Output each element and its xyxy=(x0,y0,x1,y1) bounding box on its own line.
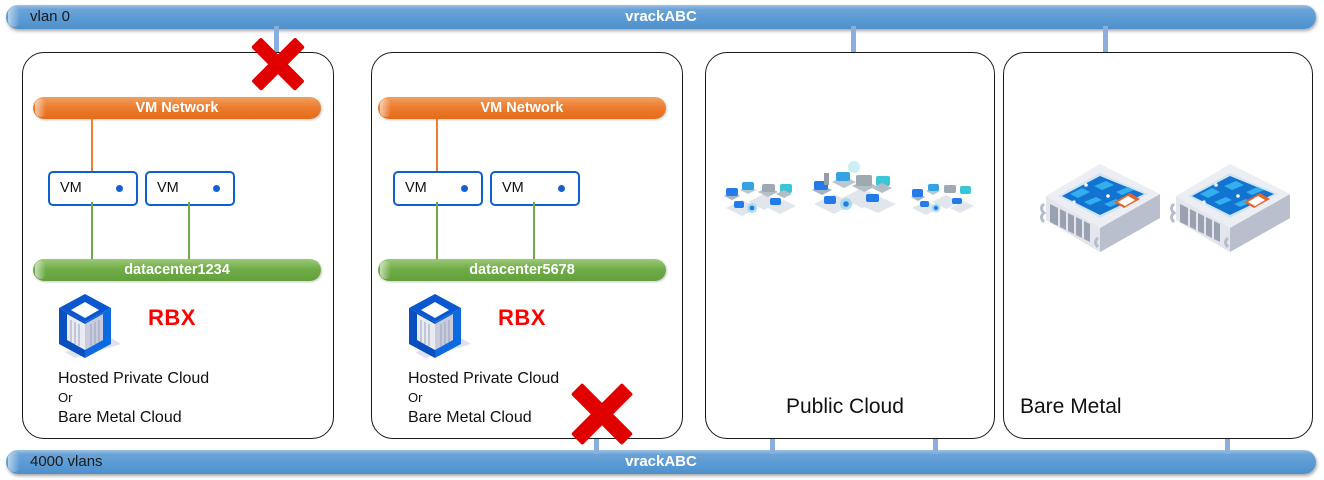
panel2-vm-network-pill[interactable]: VM Network xyxy=(378,97,666,119)
panel1-desc-line2: Or xyxy=(58,390,73,405)
panel1-network-to-vm1-line xyxy=(91,119,93,171)
network-cluster-icon xyxy=(812,161,896,214)
panel1-vm-2[interactable]: VM xyxy=(145,171,235,206)
vm-status-dot-icon xyxy=(213,185,220,192)
vm-status-dot-icon xyxy=(461,185,468,192)
vm-status-dot-icon xyxy=(558,185,565,192)
datacenter-cube-icon xyxy=(409,294,471,358)
pill-highlight-cap xyxy=(35,99,46,117)
pill-highlight-cap xyxy=(380,99,391,117)
panel2-region-label: RBX xyxy=(498,305,546,330)
top-vlan-bar: vlan 0 vrackABC xyxy=(6,5,1316,29)
pill-highlight-cap xyxy=(35,261,46,279)
panel1-vm-network-label: VM Network xyxy=(135,100,219,116)
top-vlan-left-label: vlan 0 xyxy=(30,8,71,25)
panel1-vm1-to-datacenter-line xyxy=(91,202,93,260)
panel1-vm-network-pill[interactable]: VM Network xyxy=(33,97,321,119)
panel-public-cloud[interactable] xyxy=(705,52,995,439)
network-cluster-icon xyxy=(911,184,974,215)
vm-label: VM xyxy=(157,180,179,196)
panel2-datacenter-label: datacenter5678 xyxy=(469,262,575,278)
panel2-blocked-red-x-icon xyxy=(566,378,638,450)
panel2-datacenter-pill[interactable]: datacenter5678 xyxy=(378,259,666,281)
panel1-blocked-red-x-icon xyxy=(247,33,309,95)
server-board-icon xyxy=(1170,164,1290,252)
vm-label: VM xyxy=(405,180,427,196)
panel2-description: Hosted Private Cloud Or Bare Metal Cloud xyxy=(408,368,559,428)
datacenter-cube-icon xyxy=(59,294,121,358)
panel1-vm2-to-datacenter-line xyxy=(188,202,190,260)
panel1-desc-line1: Hosted Private Cloud xyxy=(58,370,210,387)
bottom-vlan-center-label: vrackABC xyxy=(625,453,697,470)
panel2-network-to-vm1-line xyxy=(436,119,438,171)
bottom-vlan-left-label: 4000 vlans xyxy=(30,453,103,470)
vm-label: VM xyxy=(60,180,82,196)
bar-highlight-cap xyxy=(8,7,20,27)
pill-highlight-cap xyxy=(380,261,391,279)
panel2-vm2-to-datacenter-line xyxy=(533,202,535,260)
panel1-datacenter-pill[interactable]: datacenter1234 xyxy=(33,259,321,281)
panel1-region-label: RBX xyxy=(148,305,196,330)
bar-highlight-cap xyxy=(8,452,20,472)
panel2-desc-line1: Hosted Private Cloud xyxy=(408,370,560,387)
panel1-vm-1[interactable]: VM xyxy=(48,171,138,206)
panel2-desc-line2: Or xyxy=(408,390,423,405)
panel1-description: Hosted Private Cloud Or Bare Metal Cloud xyxy=(58,368,209,428)
panel2-desc-line3: Bare Metal Cloud xyxy=(408,409,532,426)
bare-metal-caption: Bare Metal xyxy=(1020,395,1122,418)
public-cloud-caption: Public Cloud xyxy=(786,395,904,418)
top-vlan-center-label: vrackABC xyxy=(625,8,697,25)
panel-bare-metal[interactable] xyxy=(1003,52,1313,439)
panel1-datacenter-label: datacenter1234 xyxy=(124,262,230,278)
server-board-icon xyxy=(1040,164,1160,252)
network-cluster-icon xyxy=(724,182,796,216)
panel2-vm-1[interactable]: VM xyxy=(393,171,483,206)
panel2-vm-2[interactable]: VM xyxy=(490,171,580,206)
vm-status-dot-icon xyxy=(116,185,123,192)
bottom-vlan-bar: 4000 vlans vrackABC xyxy=(6,450,1316,474)
panel1-desc-line3: Bare Metal Cloud xyxy=(58,409,182,426)
panel2-vm-network-label: VM Network xyxy=(480,100,564,116)
vm-label: VM xyxy=(502,180,524,196)
panel2-vm1-to-datacenter-line xyxy=(436,202,438,260)
